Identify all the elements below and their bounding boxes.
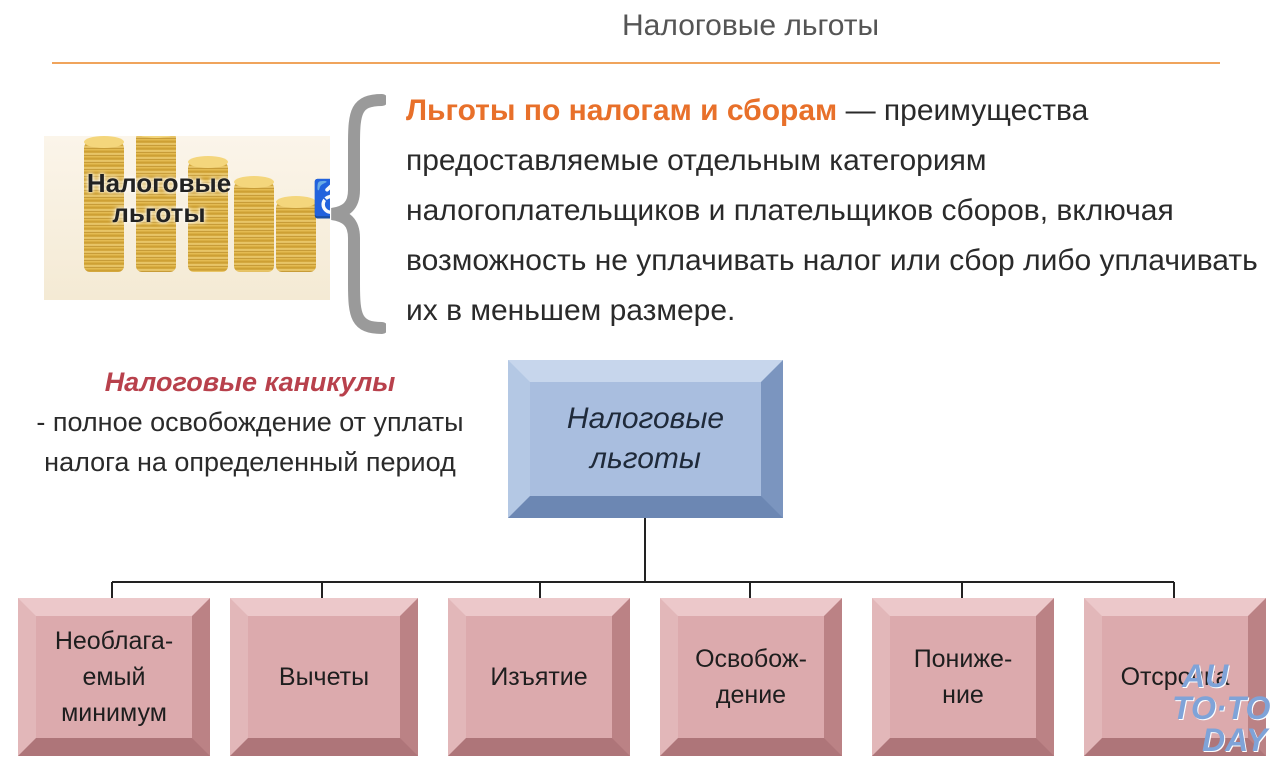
- child-node-exempt-minimum: Необлага- емый минимум: [18, 598, 210, 756]
- coin-stack: [136, 136, 176, 272]
- site-watermark: AU TO·TO DAY: [1172, 658, 1271, 758]
- definition-term: Льготы по налогам и сборам: [406, 94, 838, 127]
- wheelchair-icon: ♿: [312, 178, 330, 220]
- root-node: Налоговые льготы: [508, 360, 783, 518]
- coin-stack: [276, 196, 316, 272]
- coin-stack: [84, 136, 124, 272]
- definition-text: Льготы по налогам и сборам — преимуществ…: [406, 86, 1266, 336]
- definition-body: — преимущества предоставляемые отдельным…: [406, 94, 1258, 327]
- tax-holiday-text: - полное освобождение от уплаты налога н…: [36, 407, 464, 477]
- title-divider: [52, 62, 1220, 64]
- curly-brace: [330, 94, 386, 334]
- child-node-deferral: Отсрочка: [1084, 598, 1266, 756]
- tax-holiday-title: Налоговые каникулы: [104, 367, 396, 397]
- child-node-withdrawal: Изъятие: [448, 598, 630, 756]
- child-node-reduction: Пониже- ние: [872, 598, 1054, 756]
- coins-picture: Налоговые льготы ♿: [44, 136, 330, 300]
- coin-stack: [234, 176, 274, 272]
- picture-label: Налоговые льготы: [86, 168, 232, 228]
- coin-stack: [188, 156, 228, 272]
- tax-holiday-note: Налоговые каникулы - полное освобождение…: [20, 362, 480, 482]
- child-node-exemption: Освобож- дение: [660, 598, 842, 756]
- page-title: Налоговые льготы: [622, 9, 880, 42]
- child-node-deductions: Вычеты: [230, 598, 418, 756]
